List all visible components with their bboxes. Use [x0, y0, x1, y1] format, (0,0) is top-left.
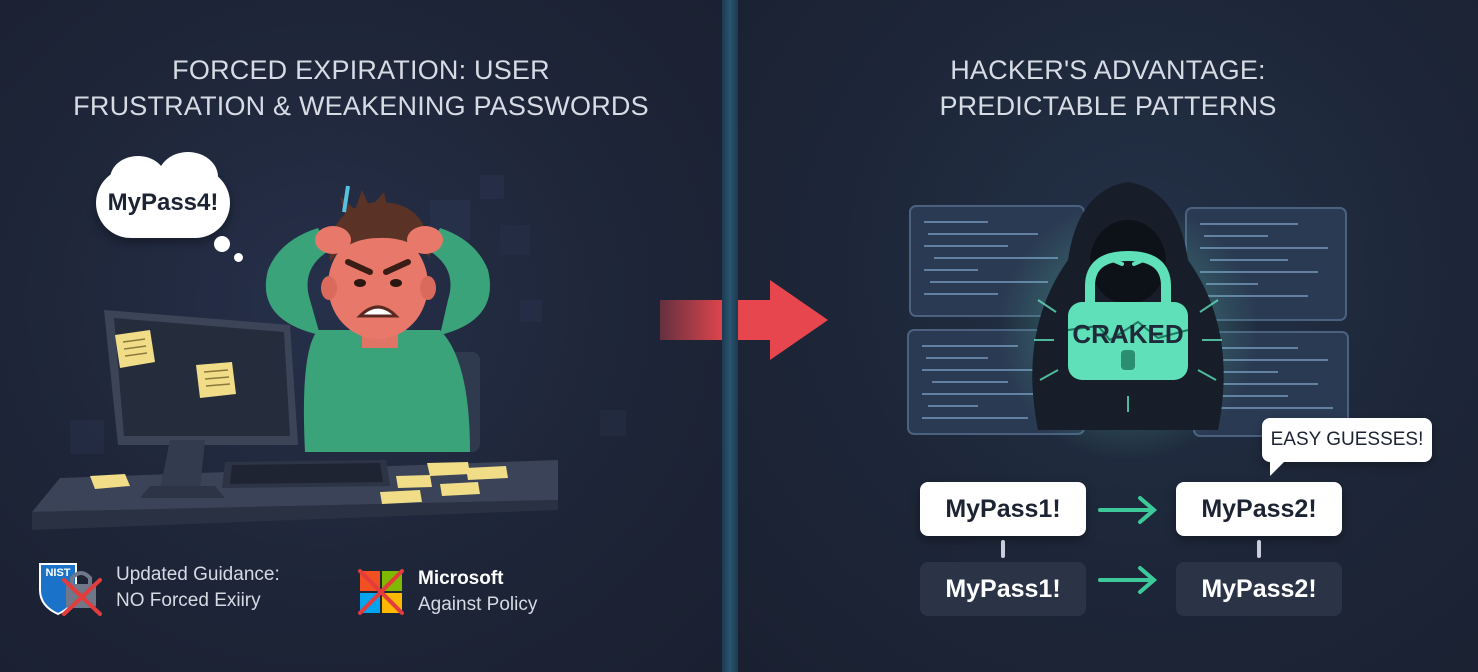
left-title-line-2: FRUSTRATION & WEAKENING PASSWORDS [73, 91, 649, 121]
sticky-note-icon [396, 475, 432, 488]
password-box: MyPass1! [920, 482, 1086, 536]
panel-divider [722, 0, 738, 672]
frustrated-user-illustration [265, 185, 490, 452]
thought-bubble-icon: MyPass4! [96, 152, 230, 238]
desk-scene [32, 310, 558, 530]
left-panel: FORCED EXPIRATION: USER FRUSTRATION & WE… [0, 0, 722, 672]
green-arrow-icon [1098, 496, 1158, 524]
microsoft-text: Microsoft Against Policy [418, 566, 537, 618]
red-arrow-head [738, 280, 828, 360]
red-arrow-icon [660, 300, 722, 340]
nist-shield-icon: NIST [39, 563, 102, 616]
thought-dot [234, 253, 243, 262]
microsoft-logo-icon [358, 569, 404, 615]
password-box: MyPass2! [1176, 482, 1342, 536]
password-text: MyPass1! [945, 574, 1061, 603]
hacker-illustration: CRAKED [907, 182, 1349, 460]
right-panel: HACKER'S ADVANTAGE: PREDICTABLE PATTERNS [738, 0, 1478, 672]
nist-line-2: NO Forced Exiiry [116, 590, 261, 611]
nist-legend: NIST Updated Guidance: NO Forced Exiiry [36, 560, 280, 616]
sticky-note-icon [466, 466, 508, 480]
password-box: MyPass1! [920, 562, 1086, 616]
password-box: MyPass2! [1176, 562, 1342, 616]
sticky-note-icon [380, 490, 422, 504]
green-arrow-icon [1098, 566, 1158, 594]
nist-line-1: Updated Guidance: [116, 564, 280, 585]
padlock-icon [1067, 250, 1189, 380]
nist-badge-text: NIST [45, 567, 70, 579]
right-panel-title: HACKER'S ADVANTAGE: PREDICTABLE PATTERNS [738, 52, 1478, 124]
microsoft-name: Microsoft [418, 568, 504, 589]
left-title-line-1: FORCED EXPIRATION: USER [172, 55, 550, 85]
speech-bubble: EASY GUESSES! [1262, 418, 1432, 476]
microsoft-legend: Microsoft Against Policy [358, 566, 537, 618]
sticky-note-icon [115, 330, 155, 368]
right-title-line-2: PREDICTABLE PATTERNS [939, 91, 1277, 121]
password-text: MyPass1! [945, 494, 1061, 523]
background-pattern [70, 175, 626, 454]
sticky-note-icon [90, 474, 130, 489]
microsoft-line: Against Policy [418, 594, 538, 615]
password-text: MyPass2! [1201, 574, 1317, 603]
sticky-note-icon [427, 462, 470, 476]
thought-dot [214, 236, 230, 252]
nist-text: Updated Guidance: NO Forced Exiiry [116, 562, 280, 614]
password-text: MyPass2! [1201, 494, 1317, 523]
lock-label: CRAKED [1072, 319, 1183, 349]
speech-bubble-text: EASY GUESSES! [1270, 429, 1424, 450]
pattern-connectors [1001, 496, 1261, 594]
right-title-line-1: HACKER'S ADVANTAGE: [950, 55, 1266, 85]
sticky-note-icon [440, 482, 480, 496]
thought-bubble-text: MyPass4! [107, 189, 219, 216]
left-panel-title: FORCED EXPIRATION: USER FRUSTRATION & WE… [0, 52, 722, 124]
sticky-note-icon [196, 362, 236, 398]
